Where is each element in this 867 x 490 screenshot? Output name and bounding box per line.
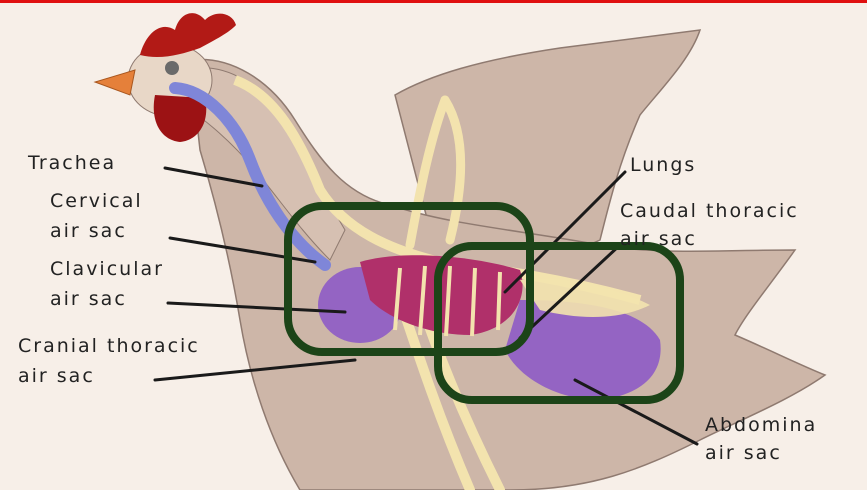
label-caudal-line2: air sac	[620, 228, 697, 250]
label-lungs: Lungs	[630, 154, 696, 176]
eye-shape	[165, 61, 179, 75]
label-caudal-line1: Caudal thoracic	[620, 200, 799, 222]
label-clavicular-line2: air sac	[50, 288, 127, 310]
label-cranial-line1: Cranial thoracic	[18, 335, 200, 357]
label-trachea: Trachea	[28, 152, 116, 174]
label-cervical-line2: air sac	[50, 220, 127, 242]
label-cranial-line2: air sac	[18, 365, 95, 387]
label-clavicular-line1: Clavicular	[50, 258, 164, 280]
label-abdominal-line2: air sac	[705, 442, 782, 464]
label-cervical-line1: Cervical	[50, 190, 143, 212]
label-abdominal-line1: Abdomina	[705, 414, 817, 436]
